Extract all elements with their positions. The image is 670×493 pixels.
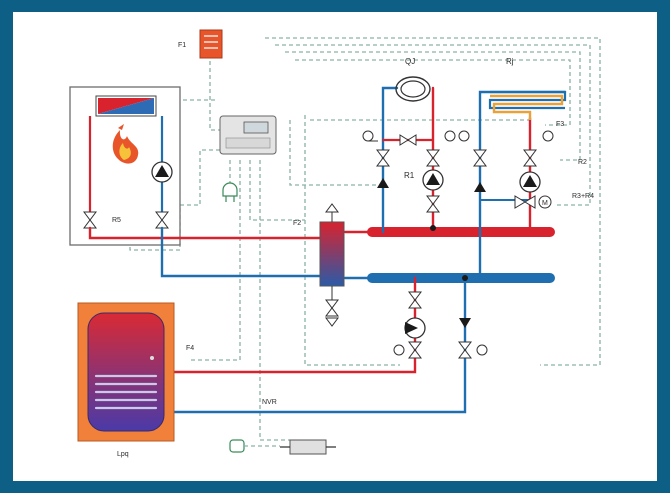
check-arrow-icon: [377, 178, 389, 188]
hot-water-tank: [77, 302, 175, 442]
valve-icon: [458, 341, 472, 359]
check-arrow-icon: [459, 318, 471, 328]
label-f3: F3: [556, 121, 564, 128]
label-rj: Rj: [506, 57, 514, 66]
nvr-unit: [280, 439, 336, 455]
thermometer-icon: [444, 130, 456, 142]
plug-icon: [222, 182, 238, 202]
outdoor-sensor-f1: [199, 29, 223, 59]
label-r1: R1: [404, 171, 415, 180]
pump-r2-icon: [519, 171, 541, 193]
label-nvr: NVR: [262, 399, 277, 406]
label-f4: F4: [186, 345, 194, 352]
label-r5: R5: [112, 217, 121, 224]
thermometer-icon: [476, 344, 488, 356]
controller-unit: [219, 115, 277, 155]
valve-icon: [376, 149, 390, 167]
thermometer-icon: [362, 130, 378, 142]
pump-tank-icon: [404, 317, 426, 339]
plug-icon: [229, 439, 280, 453]
hydraulic-separator: [319, 203, 345, 327]
valve-icon: [408, 291, 422, 309]
mixing-valve-icon: M: [514, 195, 552, 209]
valve-icon: [426, 195, 440, 213]
thermometer-icon: [393, 344, 405, 356]
drain-valve-icon: [325, 299, 339, 327]
boiler: [69, 86, 181, 246]
label-r2: R2: [578, 159, 587, 166]
valve-icon: [523, 149, 537, 167]
valve-icon: [473, 149, 487, 167]
valve-icon: [408, 341, 422, 359]
tank-coil-icon: [94, 374, 158, 410]
circuit2-components: M: [458, 130, 554, 209]
svg-text:M: M: [542, 200, 548, 207]
pump-r1-icon: [422, 169, 444, 191]
label-f1: F1: [178, 42, 186, 49]
check-valve-icon: [399, 134, 417, 146]
check-arrow-icon: [474, 182, 486, 192]
label-tank: Lpq: [117, 451, 129, 458]
circuit1-components: [362, 130, 456, 231]
label-f2: F2: [293, 220, 301, 227]
control-wiring: [129, 37, 601, 441]
radiator-qj: [395, 76, 431, 102]
tank-circuit-components: [393, 275, 488, 359]
floor-coil-rj: [488, 90, 567, 120]
valve-icon: [426, 149, 440, 167]
thermometer-icon: [542, 130, 554, 142]
flame-icon: [112, 124, 139, 164]
label-qj: QJ: [405, 57, 415, 66]
thermometer-icon: [458, 130, 470, 142]
label-r3r4: R3+R4: [572, 193, 594, 200]
